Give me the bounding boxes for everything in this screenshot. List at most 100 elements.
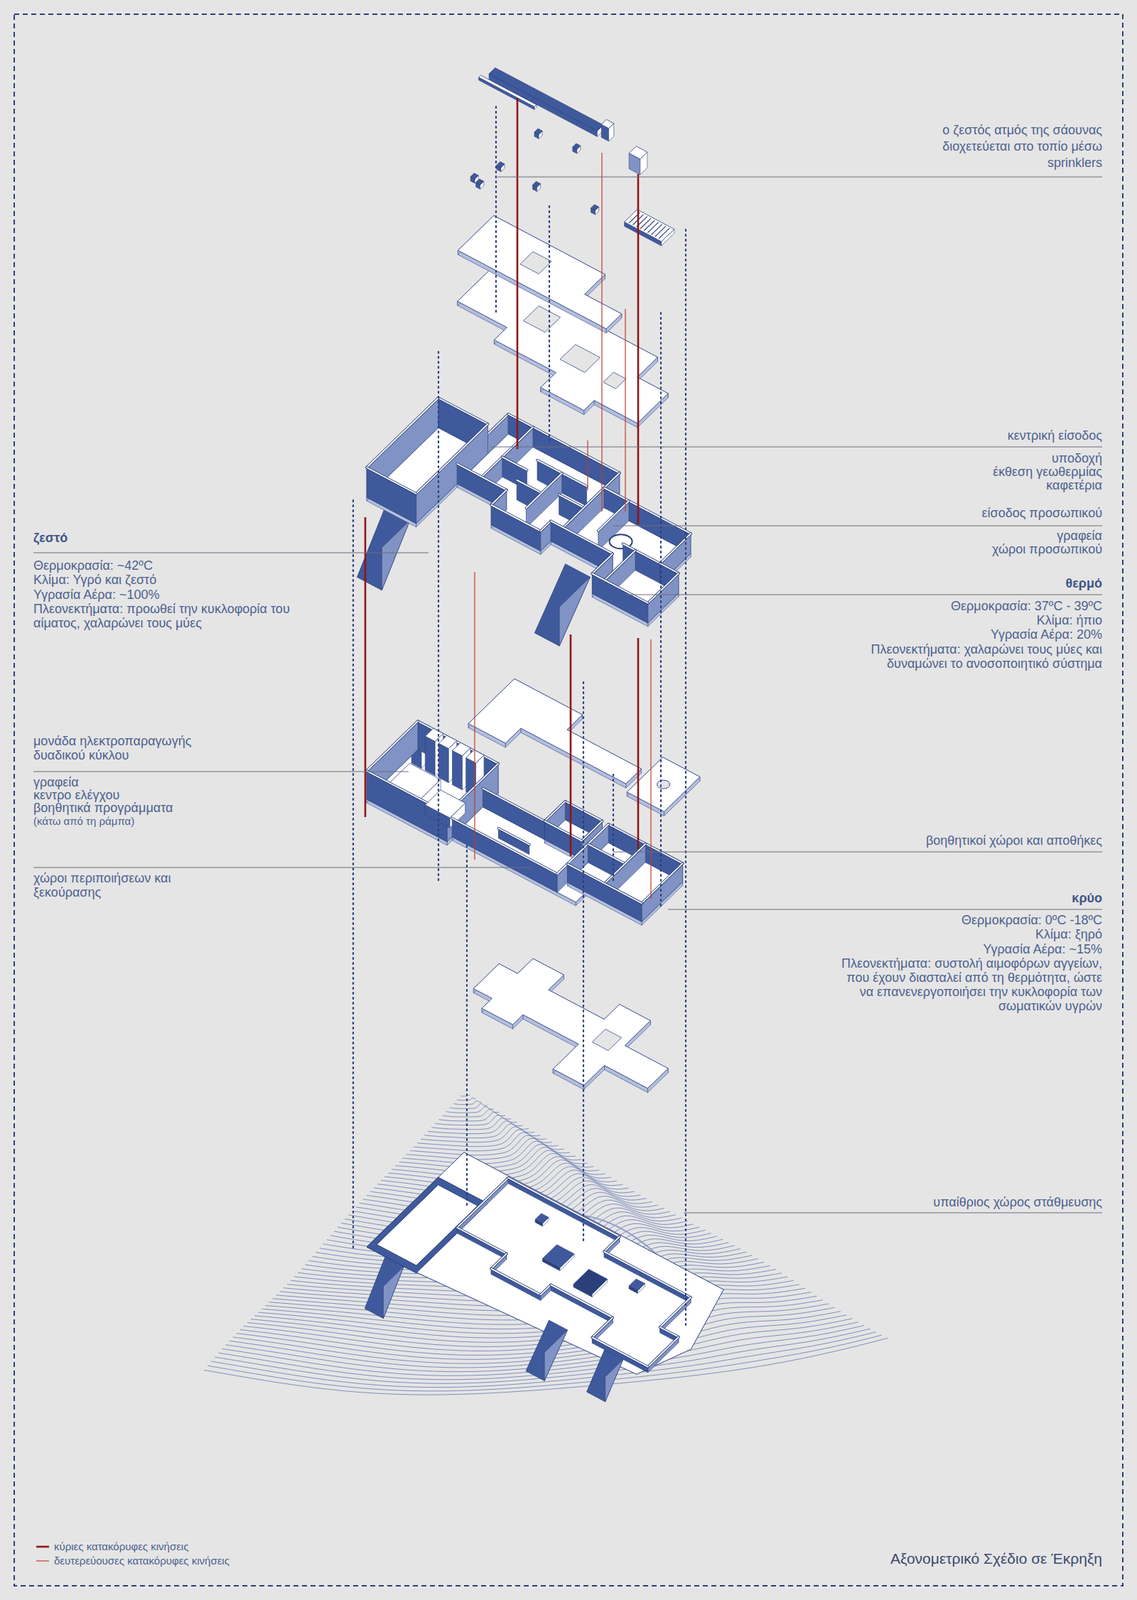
wall-face [366,467,417,524]
wall-face [641,863,683,922]
wall-face [491,1269,541,1302]
wall-top [502,456,528,470]
contour-line [431,1118,517,1130]
grating-line [640,218,651,229]
wall-top [563,488,605,528]
wall-top [604,473,620,489]
wall-top [557,864,568,875]
wall-top [660,563,679,574]
ramp [534,564,590,646]
wall-face [591,573,648,623]
leader-lines [33,176,1103,1214]
wall-face [648,573,679,624]
wall-top [366,467,417,494]
box-top [452,742,472,757]
legend-line [36,1546,50,1549]
contour-line [427,1121,524,1135]
grating-line [643,220,655,231]
wall-top [438,397,489,425]
wall-top [604,550,636,581]
wall-top [483,788,546,822]
wall-top [557,864,568,875]
callout-label: γραφεία [1056,528,1103,543]
box-top [438,735,457,749]
wall-face [540,1284,551,1301]
wall-top [491,490,507,506]
wall-top [516,480,542,494]
floor-plate [457,215,622,329]
contour-line [417,1129,541,1147]
wall-top [508,1178,620,1238]
wall-top [604,844,646,885]
callout-label: Κλίμα: ξηρό [1035,927,1103,942]
wall-top [438,397,489,425]
terrain-layer [203,1092,888,1403]
wall-top [591,1337,648,1367]
wall-face [525,473,562,528]
callout-label: Θερμοκρασία: ~42ºC [33,558,153,573]
wall-top [604,473,620,489]
dotted-alignment [352,500,354,1251]
legend-text: κύριες κατακόρυφες κινήσεις [54,1540,189,1554]
callout-label: χώροι προσωπικού [992,542,1103,557]
main-vertical-circulation [364,517,367,818]
wall-top [550,520,613,554]
wall-top [545,821,583,842]
wall-top [591,1317,613,1338]
wall-top [591,1317,613,1338]
ramp-side [383,1267,404,1319]
secondary-vertical-circulation [624,309,626,512]
wall-top [648,573,679,604]
wall-top [604,1237,620,1253]
wall-face [508,1178,620,1243]
secondary-vertical-circulation [601,152,602,512]
legend-line-sample [35,1557,50,1565]
wall-top [456,1178,509,1228]
wall-top [456,1227,507,1255]
wall-top [498,828,530,845]
wall-top [545,821,583,842]
leader-line [667,908,1103,910]
callout-label: γραφεία [33,775,79,790]
grating-line [655,225,666,237]
wall-face [545,821,583,860]
main-floor [357,397,692,646]
wall-top [587,844,625,865]
dotted-alignment [612,774,614,882]
dotted-alignment [548,206,551,441]
callout-label: βοηθητικά προγράμματα [33,800,173,816]
floor-opening [591,1029,622,1052]
box-top [601,119,614,129]
vertical-lines [353,98,686,1327]
box-top [628,146,648,160]
wall-top [366,397,439,468]
wall-top [591,553,613,574]
legend-item: δευτερεύουσες κατακόρυφες κινήσεις [35,1554,230,1568]
dotted-alignment [495,106,497,313]
leader-line [683,1212,1103,1214]
ramp-side [381,520,411,591]
callout-label: Κλίμα: Υγρό και ζεστό [33,572,157,587]
contour-line [449,1103,488,1109]
callout-label: Υγρασία Αέρα: ~100% [33,587,160,602]
wall-top [550,520,613,554]
floor-plate [473,958,668,1089]
wall-top [508,1178,620,1238]
wall-face [456,1178,509,1234]
wall-top [559,494,585,508]
dotted-alignment [685,229,687,1327]
wall-top [540,520,551,531]
main-vertical-circulation [637,638,640,850]
wall-top [591,573,648,603]
wall-top [545,801,566,822]
wall-top [516,480,542,494]
wall-top [525,473,562,509]
box-top [573,1269,608,1295]
main-vertical-circulation [637,174,640,525]
wall-top [456,464,507,491]
floor-opening [520,251,552,274]
box-top [488,67,604,131]
grating-line [647,222,659,234]
callout-label: Θερμοκρασία: 0ºC -18ºC [961,913,1103,928]
